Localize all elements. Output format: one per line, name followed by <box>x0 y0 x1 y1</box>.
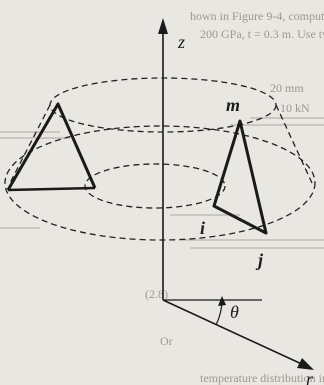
theta-label: θ <box>230 302 239 322</box>
z-axis-arrowhead <box>158 18 168 34</box>
bottom-outer-ellipse <box>4 125 316 241</box>
ghost-label-right: 10 kN <box>280 101 310 115</box>
ghost-bottom-line: temperature distribution in the <box>200 371 324 385</box>
node-i-label: i <box>200 218 205 238</box>
r-axis-arrowhead <box>297 358 314 370</box>
left-silhouette <box>9 104 51 184</box>
right-triangle-element <box>212 119 268 235</box>
ghost-lines <box>0 117 324 249</box>
inner-ellipse <box>84 163 226 209</box>
theta-arc <box>215 296 226 326</box>
z-axis-label: z <box>177 32 185 52</box>
ghost-text-line-2: 200 GPa, t = 0.3 m. Use tw <box>200 27 324 41</box>
left-triangle-element <box>6 102 97 192</box>
node-m-label: m <box>226 95 240 115</box>
r-axis-label: r <box>306 369 314 385</box>
right-silhouette <box>275 104 313 184</box>
node-j-label: j <box>255 250 264 270</box>
ghost-dim-label: 20 mm <box>270 81 304 95</box>
ghost-or-label: Or <box>160 334 173 348</box>
ghost-text-line-1: hown in Figure 9-4, compute sh <box>190 9 324 23</box>
ring-body <box>4 77 316 241</box>
z-axis <box>158 18 168 300</box>
ghost-eq-label: (2.8) <box>145 287 168 301</box>
r-axis <box>162 299 314 370</box>
